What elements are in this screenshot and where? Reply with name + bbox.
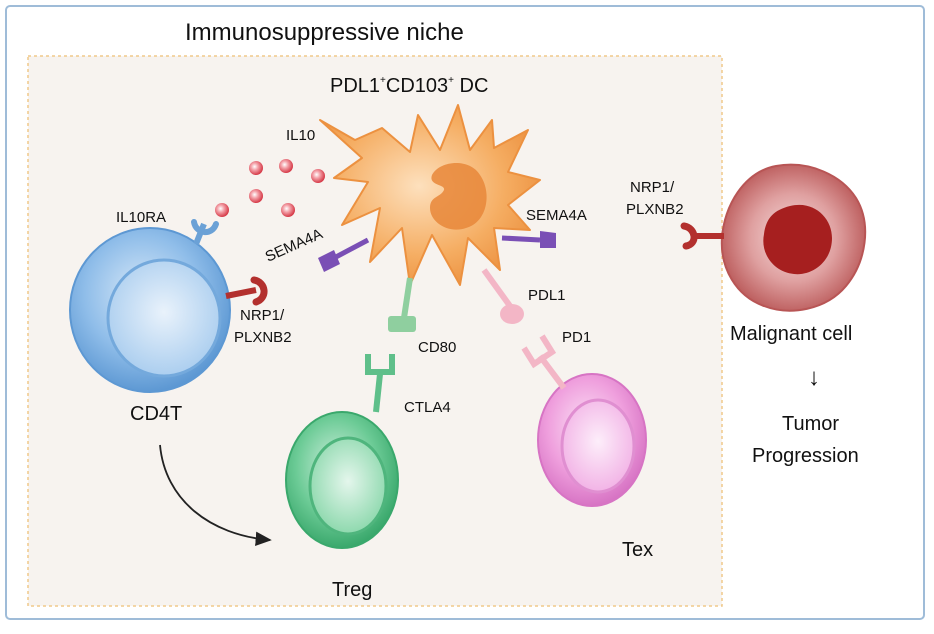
- dendritic-cell: [319, 104, 541, 286]
- differentiation-arrow: [159, 444, 272, 546]
- dc-nucleus: [430, 162, 487, 230]
- il10ra-receptor: [191, 219, 219, 246]
- pdl1-label: PDL1: [528, 287, 566, 304]
- nrp1-right-receptor: [680, 222, 724, 250]
- progression-label: Progression: [752, 445, 859, 467]
- treg-cell: [285, 411, 399, 549]
- dc-label: PDL1+CD103+ DC: [330, 75, 488, 97]
- pd1-receptor: [521, 334, 567, 390]
- progression-arrow: ↓: [808, 364, 820, 391]
- ctla4-label: CTLA4: [404, 399, 451, 416]
- cd80-label: CD80: [418, 339, 456, 356]
- sema4a-right-label: SEMA4A: [526, 207, 587, 224]
- ctla4-receptor: [365, 354, 395, 413]
- malignant-nucleus: [763, 204, 832, 275]
- nrp1-right-label-1: NRP1/: [630, 179, 675, 196]
- il10-label: IL10: [286, 127, 315, 144]
- tex-cell: [537, 373, 647, 507]
- sema4a-right-ligand: [501, 231, 556, 248]
- nrp1-left-label-1: NRP1/: [240, 307, 285, 324]
- cd4t-cell: [69, 227, 231, 393]
- il10ra-label: IL10RA: [116, 209, 166, 226]
- pd1-label: PD1: [562, 329, 591, 346]
- sema4a-left-ligand: [318, 237, 370, 272]
- malignant-cell: [720, 163, 867, 312]
- malignant-cell-label: Malignant cell: [730, 323, 852, 345]
- nrp1-right-label-2: PLXNB2: [626, 201, 684, 218]
- cd4t-label: CD4T: [130, 403, 182, 425]
- treg-label: Treg: [332, 579, 372, 601]
- tex-label: Tex: [622, 539, 653, 561]
- il10-molecules: [215, 159, 325, 217]
- pdl1-ligand: [481, 268, 524, 324]
- cd80-ligand: [388, 277, 416, 332]
- niche-title: Immunosuppressive niche: [185, 19, 464, 46]
- nrp1-left-label-2: PLXNB2: [234, 329, 292, 346]
- nrp1-left-receptor: [225, 276, 268, 306]
- tumor-label: Tumor: [782, 413, 839, 435]
